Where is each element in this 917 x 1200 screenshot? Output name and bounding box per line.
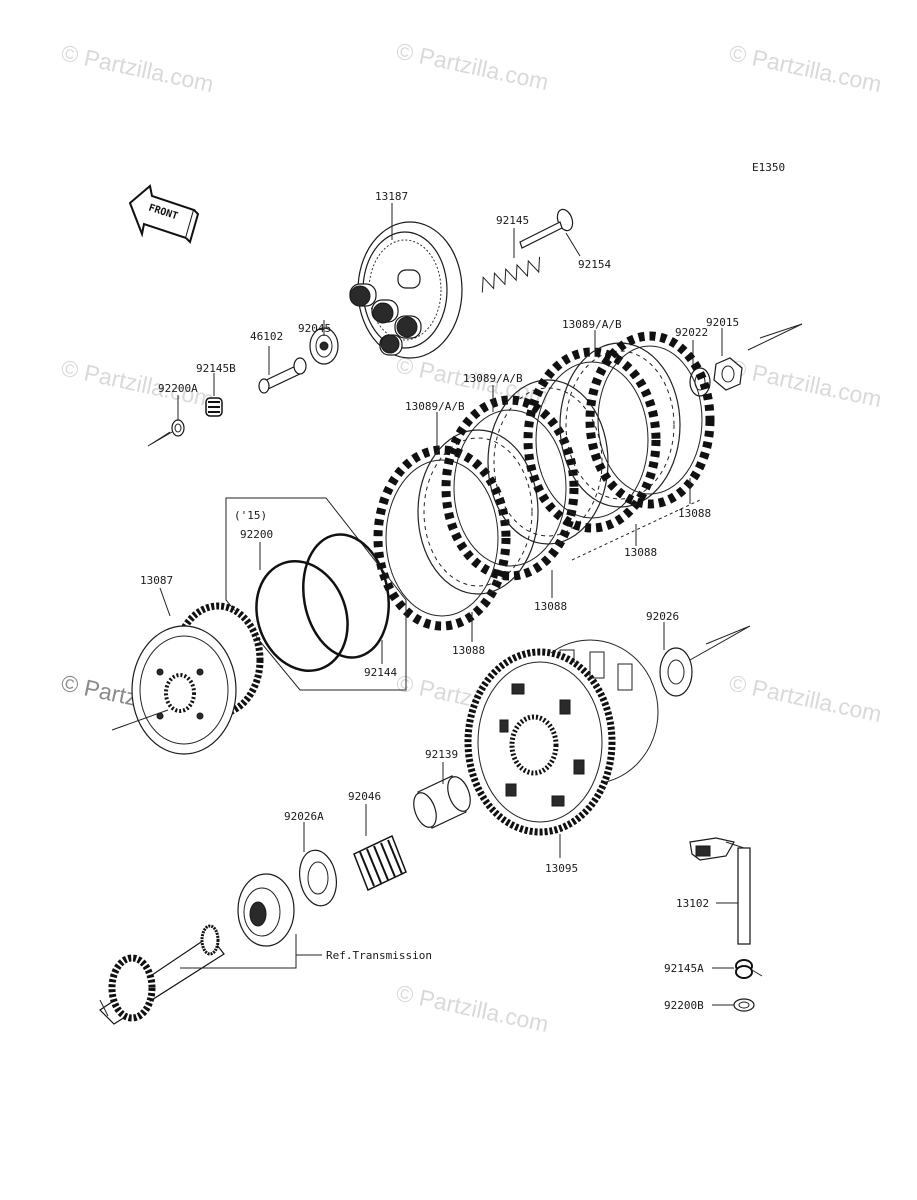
axis-arrow-hub <box>111 709 169 731</box>
axis-arrow-right <box>689 625 751 661</box>
watermark: © Partzilla.com <box>727 669 884 727</box>
bolt-92154 <box>519 208 574 249</box>
part-label-92046: 92046 <box>348 790 381 803</box>
axis-arrow-top <box>747 323 803 351</box>
friction-plate-4 <box>585 331 715 509</box>
part-label-92200B: 92200B <box>664 999 704 1012</box>
part-label-13088-4: 13088 <box>678 507 711 520</box>
part-label-46102: 46102 <box>250 330 283 343</box>
part-label-92026A: 92026A <box>284 810 324 823</box>
sleeve-92139 <box>413 775 471 829</box>
part-label-13087: 13087 <box>140 574 173 587</box>
o-ring-92200 <box>255 560 349 672</box>
o-ring-92144 <box>302 533 390 659</box>
friction-plate-3 <box>523 347 661 533</box>
spring-92145B <box>205 397 223 417</box>
part-label-92145B: 92145B <box>196 362 236 375</box>
part-label-92200: 92200 <box>240 528 273 541</box>
release-shaft-13102 <box>689 837 751 945</box>
part-label-92045: 92045 <box>298 322 331 335</box>
washer-92200B <box>733 998 755 1012</box>
part-label-13088-2: 13088 <box>534 600 567 613</box>
part-label-92022: 92022 <box>675 326 708 339</box>
part-label-92154: 92154 <box>578 258 611 271</box>
watermark: © Partzilla.com <box>727 39 884 97</box>
watermark: © Partzilla.com <box>394 979 551 1037</box>
part-label-92145A: 92145A <box>664 962 704 975</box>
pressure-plate-13187 <box>349 221 463 359</box>
year-note: ('15) <box>234 509 267 522</box>
part-label-13089-1: 13089/A/B <box>405 400 465 413</box>
watermark: © Partzilla.com <box>727 354 884 412</box>
spring-92145A <box>735 959 763 979</box>
needle-bearing-92046 <box>353 834 407 892</box>
watermark: © Partzilla.com <box>59 39 216 97</box>
clutch-hub-13087 <box>131 602 264 755</box>
part-label-13088-1: 13088 <box>452 644 485 657</box>
push-rod-46102 <box>258 357 307 394</box>
front-arrow-icon: FRONT <box>128 184 200 244</box>
part-label-92145: 92145 <box>496 214 529 227</box>
spring-92145 <box>481 256 541 293</box>
part-label-92144: 92144 <box>364 666 397 679</box>
washer-92026 <box>659 647 693 697</box>
part-label-92139: 92139 <box>425 748 458 761</box>
part-label-13102: 13102 <box>676 897 709 910</box>
part-label-92026: 92026 <box>646 610 679 623</box>
washer-92022 <box>689 367 711 397</box>
transmission-bearing <box>237 873 295 947</box>
watermark: © Partzilla.com <box>394 37 551 95</box>
diagram-code: E1350 <box>752 161 785 174</box>
part-label-92015: 92015 <box>706 316 739 329</box>
part-label-13095: 13095 <box>545 862 578 875</box>
friction-plate-1 <box>373 445 511 631</box>
transmission-shaft <box>99 924 225 1025</box>
washer-92200A <box>147 419 185 447</box>
nut-92015 <box>713 357 743 391</box>
clutch-housing-13095 <box>464 639 659 836</box>
part-label-13088-3: 13088 <box>624 546 657 559</box>
steel-plate-1 <box>417 429 539 595</box>
part-label-13187: 13187 <box>375 190 408 203</box>
part-label-13089-2: 13089/A/B <box>463 372 523 385</box>
bearing-92045 <box>309 327 339 365</box>
ref-note: Ref.Transmission <box>326 949 432 962</box>
ref-bracket <box>180 934 297 969</box>
year-variant-box <box>225 497 407 691</box>
part-label-92200A: 92200A <box>158 382 198 395</box>
washer-92026A <box>299 849 337 907</box>
steel-plate-2 <box>487 379 609 545</box>
part-label-13089-3: 13089/A/B <box>562 318 622 331</box>
